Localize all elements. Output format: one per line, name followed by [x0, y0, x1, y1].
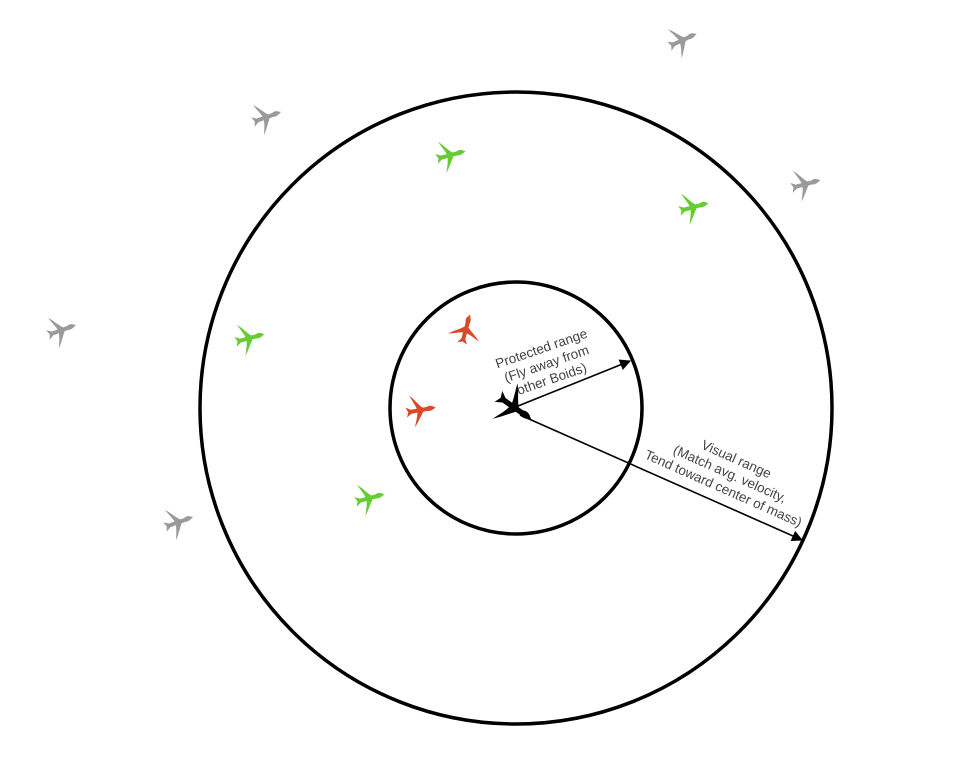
protected-range-circle — [388, 280, 644, 536]
visual-range-circle — [198, 90, 834, 726]
distant-boid-bird-icon — [159, 501, 199, 543]
distant-boid-bird-icon — [247, 96, 287, 138]
protected-range-arrow — [517, 359, 632, 407]
protected-range-label: Protected range (Fly away from other Boi… — [493, 326, 590, 398]
visual-range-label: Visual range (Match avg. velocity, Tend … — [642, 437, 804, 530]
visible-boid-bird-icon — [231, 318, 269, 358]
protected-boid-bird-icon — [403, 391, 439, 429]
visible-boid-bird-icon — [675, 187, 713, 227]
visible-boid-bird-icon — [351, 478, 389, 518]
visual-range-arrow — [519, 414, 804, 542]
distant-boid-bird-icon — [662, 19, 704, 61]
protected-boid-bird-icon — [446, 310, 486, 348]
distant-boid-bird-icon — [787, 164, 825, 204]
visible-boid-bird-icon — [432, 135, 470, 175]
distant-boid-bird-icon — [42, 309, 82, 351]
